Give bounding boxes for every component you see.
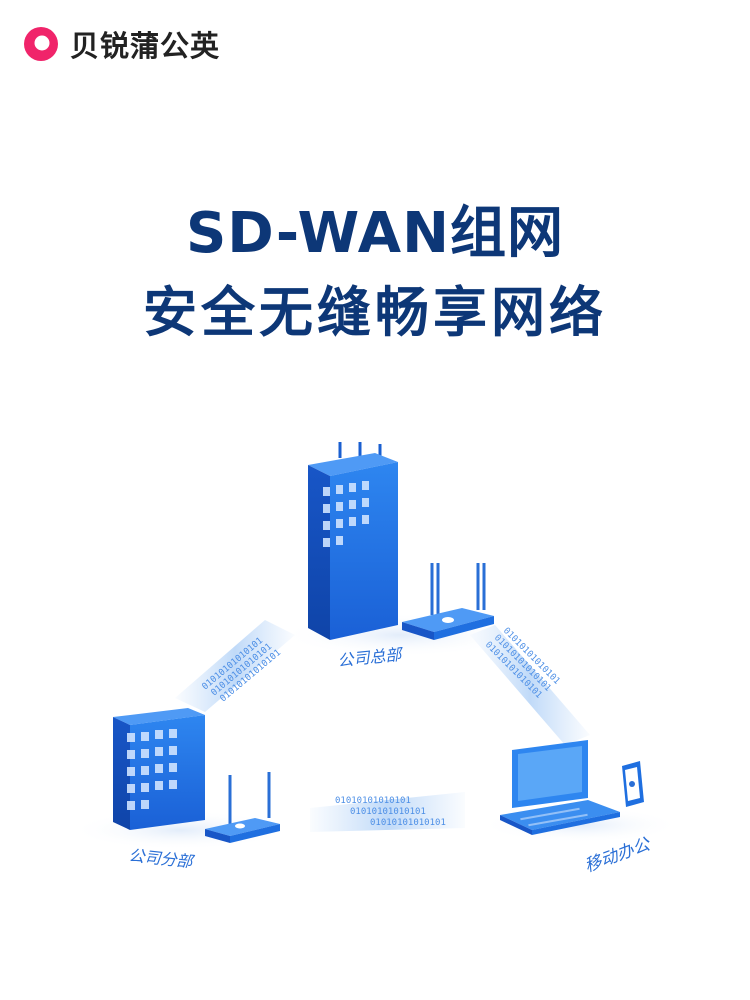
headline-line-2: 安全无缝畅享网络 [143,281,607,344]
data-stream-hq-branch: 01010101010101 01010101010101 0101010101… [175,620,295,712]
headline-line-1: SD-WAN组网 [185,201,565,266]
headquarters-building-icon [308,453,398,640]
brand-header: 贝锐蒲公英 [22,22,220,66]
dandelion-logo-icon [22,25,60,63]
phone-icon [622,761,644,807]
headquarters-node: 公司总部 [280,442,520,670]
svg-text:01010101010101: 01010101010101 [370,818,446,828]
hq-router-icon [402,563,494,640]
mobile-node: 移动办公 [480,740,680,877]
svg-text:01010101010101: 01010101010101 [335,796,411,806]
branch-router-icon [205,772,280,843]
laptop-icon [500,740,620,835]
branch-node: 公司分部 [70,708,290,872]
svg-text:01010101010101: 01010101010101 [350,807,426,817]
brand-name: 贝锐蒲公英 [70,29,221,63]
branch-building-icon [113,708,205,830]
data-stream-branch-mobile: 01010101010101 01010101010101 0101010101… [310,792,465,832]
network-illustration: 01010101010101 01010101010101 0101010101… [70,442,680,877]
